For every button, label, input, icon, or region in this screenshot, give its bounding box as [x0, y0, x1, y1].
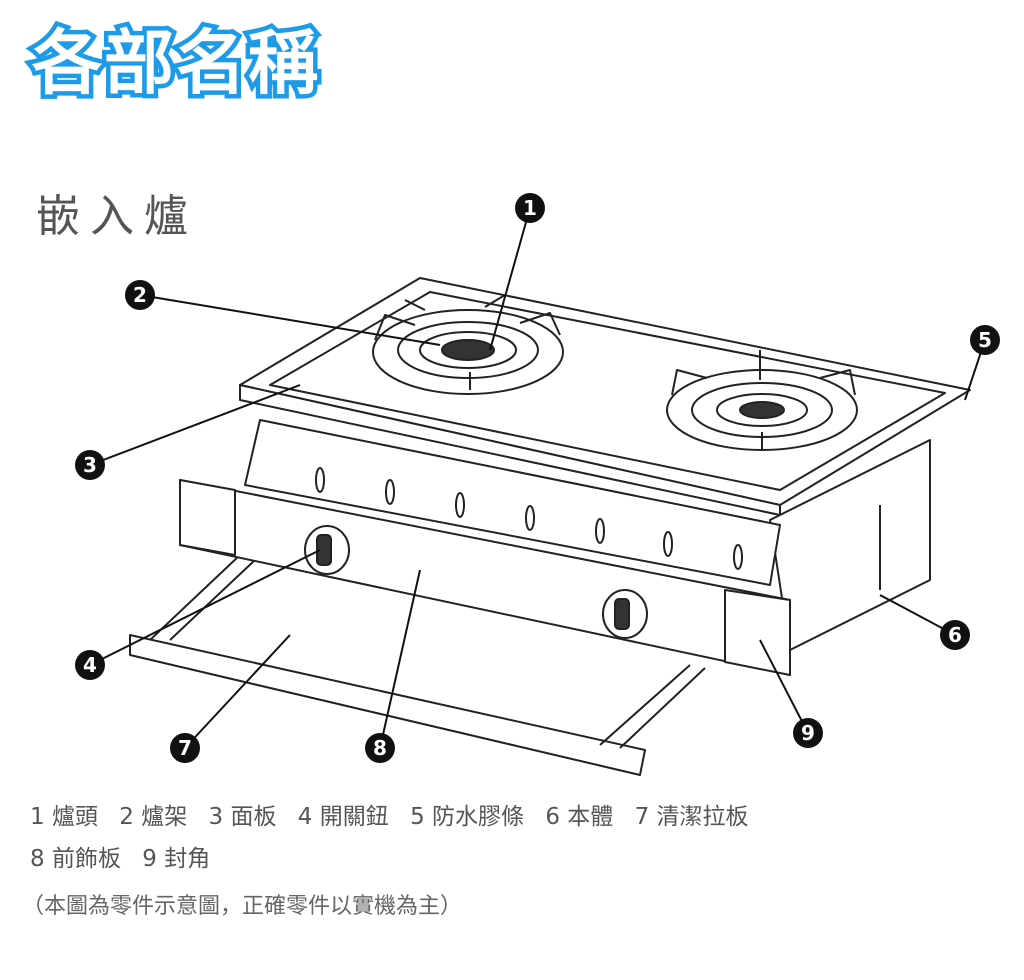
svg-text:9: 9 [801, 721, 815, 745]
burner-right [666, 350, 858, 451]
corner-cap-right [724, 589, 791, 676]
parts-legend-line1: 1 爐頭 2 爐架 3 面板 4 開關鈕 5 防水膠條 6 本體 7 清潔拉板 [30, 806, 763, 829]
parts-legend-line2: 8 前飾板 9 封角 [30, 848, 224, 871]
legend-item: 9 封角 [142, 846, 211, 872]
svg-text:7: 7 [178, 736, 192, 760]
legend-item: 8 前飾板 [30, 846, 121, 872]
legend-item: 4 開關鈕 [297, 804, 389, 830]
callout-7: 7 [170, 733, 200, 763]
callout-6: 6 [940, 620, 970, 650]
callout-9: 9 [793, 718, 823, 748]
corner-cap-left [179, 479, 236, 556]
legend-item: 1 爐頭 [30, 804, 98, 830]
knob-left [304, 525, 350, 575]
page-title: 各部名稱 [28, 22, 323, 104]
callout-8: 8 [365, 733, 395, 763]
callout-4: 4 [75, 650, 105, 680]
callout-1: 1 [515, 193, 545, 223]
svg-text:1: 1 [523, 196, 537, 220]
legend-item: 2 爐架 [119, 804, 188, 830]
svg-text:8: 8 [373, 736, 387, 760]
legend-item: 6 本體 [545, 804, 614, 830]
svg-text:4: 4 [83, 653, 97, 677]
callout-2: 2 [125, 280, 155, 310]
svg-text:3: 3 [83, 453, 97, 477]
callout-5: 5 [970, 325, 1000, 355]
burner-left [372, 294, 564, 395]
disclaimer-note: （本圖為零件示意圖，正確零件以實機為主） [22, 894, 463, 919]
callout-3: 3 [75, 450, 105, 480]
svg-text:6: 6 [948, 623, 962, 647]
legend-item: 7 清潔拉板 [634, 804, 749, 830]
product-subtitle: 嵌入爐 [36, 191, 198, 242]
knob-right [602, 589, 648, 639]
legend-item: 5 防水膠條 [410, 804, 525, 830]
svg-text:2: 2 [133, 283, 147, 307]
svg-text:5: 5 [978, 328, 992, 352]
legend-item: 3 面板 [208, 804, 277, 830]
